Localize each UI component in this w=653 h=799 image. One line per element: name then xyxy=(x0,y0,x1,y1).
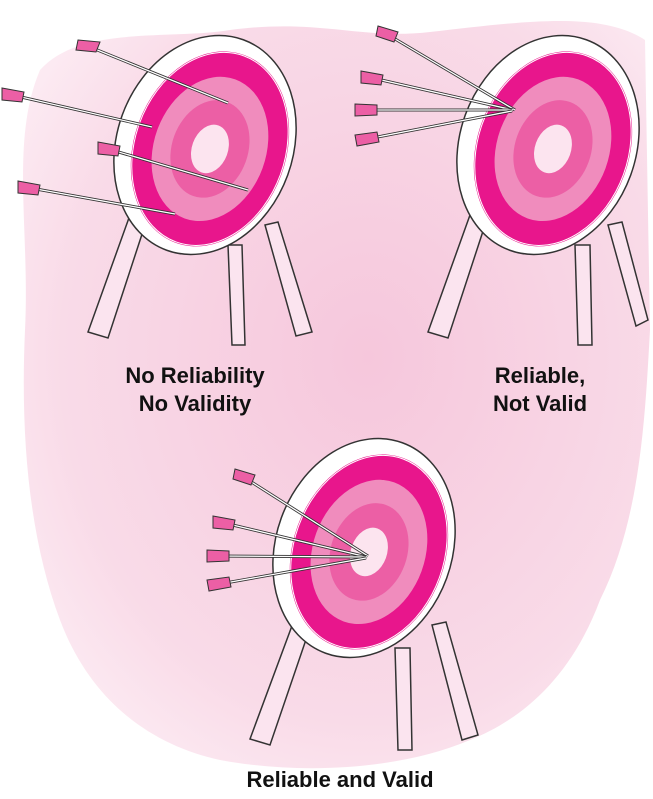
caption-reliable-not-valid: Reliable, Not Valid xyxy=(440,362,640,418)
caption-no-reliability: No Reliability No Validity xyxy=(80,362,310,418)
caption-line: Not Valid xyxy=(440,390,640,418)
caption-line: No Validity xyxy=(80,390,310,418)
caption-line: No Reliability xyxy=(80,362,310,390)
caption-reliable-and-valid: Reliable and Valid xyxy=(190,766,490,794)
caption-line: Reliable and Valid xyxy=(190,766,490,794)
caption-line: Reliable, xyxy=(440,362,640,390)
